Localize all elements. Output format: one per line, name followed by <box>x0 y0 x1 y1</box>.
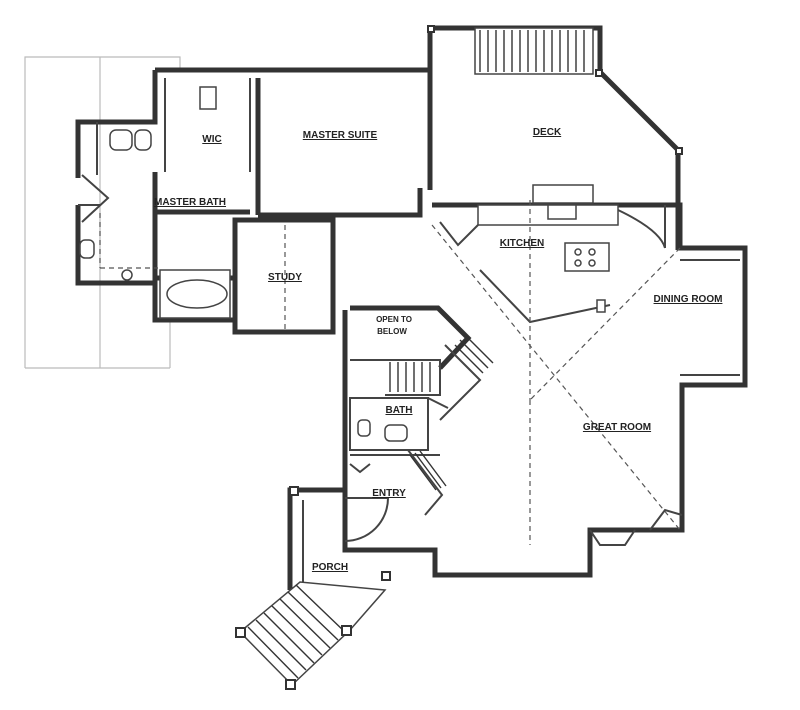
porch-structure <box>235 486 391 690</box>
label-bath: BATH <box>385 405 412 416</box>
room-labels: WIC MASTER SUITE DECK MASTER BATH KITCHE… <box>154 127 722 573</box>
label-dining-room: DINING ROOM <box>654 294 723 305</box>
main-floor-walls <box>342 184 748 578</box>
label-entry: ENTRY <box>372 488 406 499</box>
label-great-room: GREAT ROOM <box>583 422 651 433</box>
label-study: STUDY <box>268 272 302 283</box>
bay-windows <box>589 508 683 546</box>
label-below: BELOW <box>377 327 407 336</box>
study-walls <box>232 217 336 335</box>
deck-structure <box>427 25 683 250</box>
label-master-bath: MASTER BATH <box>154 197 226 208</box>
label-deck: DECK <box>533 127 562 138</box>
master-bath-fixtures <box>79 86 231 319</box>
master-wing-walls <box>75 67 433 323</box>
central-stair <box>350 305 494 421</box>
label-master-suite: MASTER SUITE <box>303 130 378 141</box>
entry-walls <box>344 449 447 542</box>
porch-stairs <box>247 584 347 679</box>
label-open-to: OPEN TO <box>376 315 412 324</box>
label-wic: WIC <box>202 134 221 145</box>
bath-walls <box>349 397 449 451</box>
label-kitchen: KITCHEN <box>500 238 544 249</box>
label-porch: PORCH <box>312 562 348 573</box>
ceiling-lines <box>431 200 681 545</box>
lower-level-outline <box>24 56 181 369</box>
deck-stairs <box>479 30 585 72</box>
